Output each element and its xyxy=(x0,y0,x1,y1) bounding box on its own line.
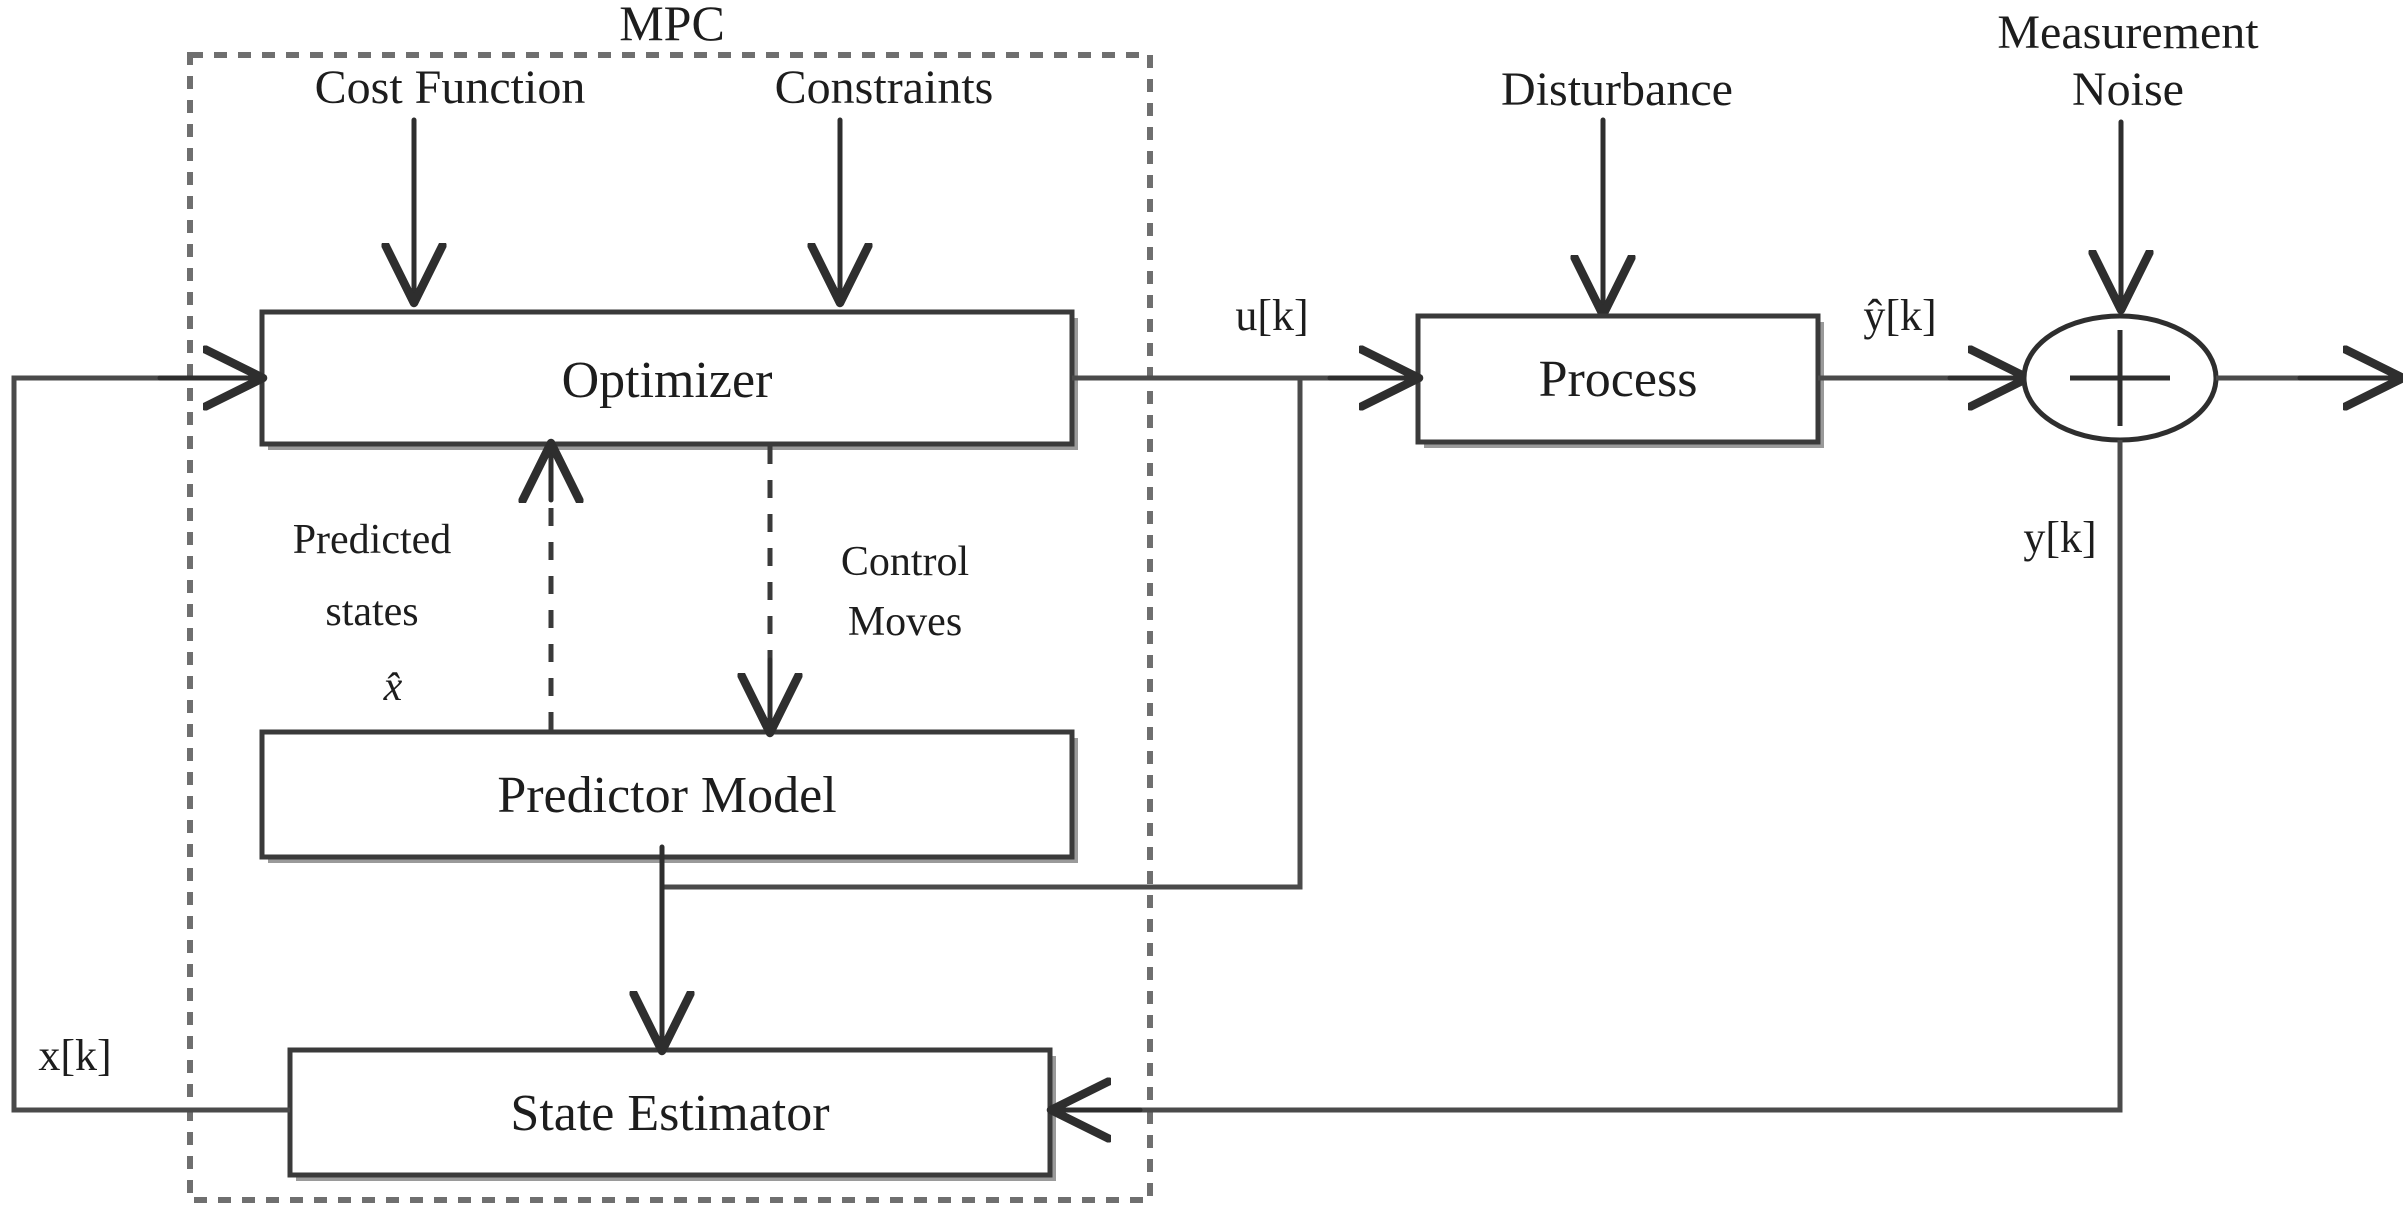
predicted-states-label-line2: states xyxy=(325,589,418,635)
u-k-label: u[k] xyxy=(1235,291,1308,340)
control-moves-label-line2: Moves xyxy=(848,599,962,645)
x-hat-symbol: x̂ xyxy=(383,664,403,710)
measurement-noise-label-line1: Measurement xyxy=(1997,6,2259,59)
y-k-label: y[k] xyxy=(2023,513,2096,562)
measurement-noise-label-line2: Noise xyxy=(2072,63,2184,116)
y-k-feedback-wire xyxy=(1106,440,2123,1113)
process-label: Process xyxy=(1539,351,1698,408)
state-estimator-label: State Estimator xyxy=(510,1085,829,1142)
predictor-model-block[interactable] xyxy=(259,729,1075,860)
y-hat-k-label: ŷ[k] xyxy=(1863,291,1936,340)
optimizer-block[interactable] xyxy=(259,309,1075,447)
state-estimator-block[interactable] xyxy=(287,1047,1053,1178)
process-block[interactable] xyxy=(1415,313,1821,445)
constraints-label: Constraints xyxy=(775,61,994,114)
x-k-feedback-wire xyxy=(11,375,290,1113)
plus-icon xyxy=(2070,330,2170,426)
disturbance-label: Disturbance xyxy=(1501,63,1733,116)
predicted-states-label-line1: Predicted xyxy=(293,517,452,563)
u-k-feedback-wire xyxy=(662,378,1303,890)
mpc-boundary-box xyxy=(187,52,1153,1203)
control-moves-label-line1: Control xyxy=(841,539,969,585)
x-k-label: x[k] xyxy=(38,1031,111,1080)
optimizer-label: Optimizer xyxy=(562,352,773,409)
cost-function-label: Cost Function xyxy=(315,61,586,114)
predictor-model-label: Predictor Model xyxy=(497,767,836,824)
mpc-title: MPC xyxy=(619,0,725,51)
